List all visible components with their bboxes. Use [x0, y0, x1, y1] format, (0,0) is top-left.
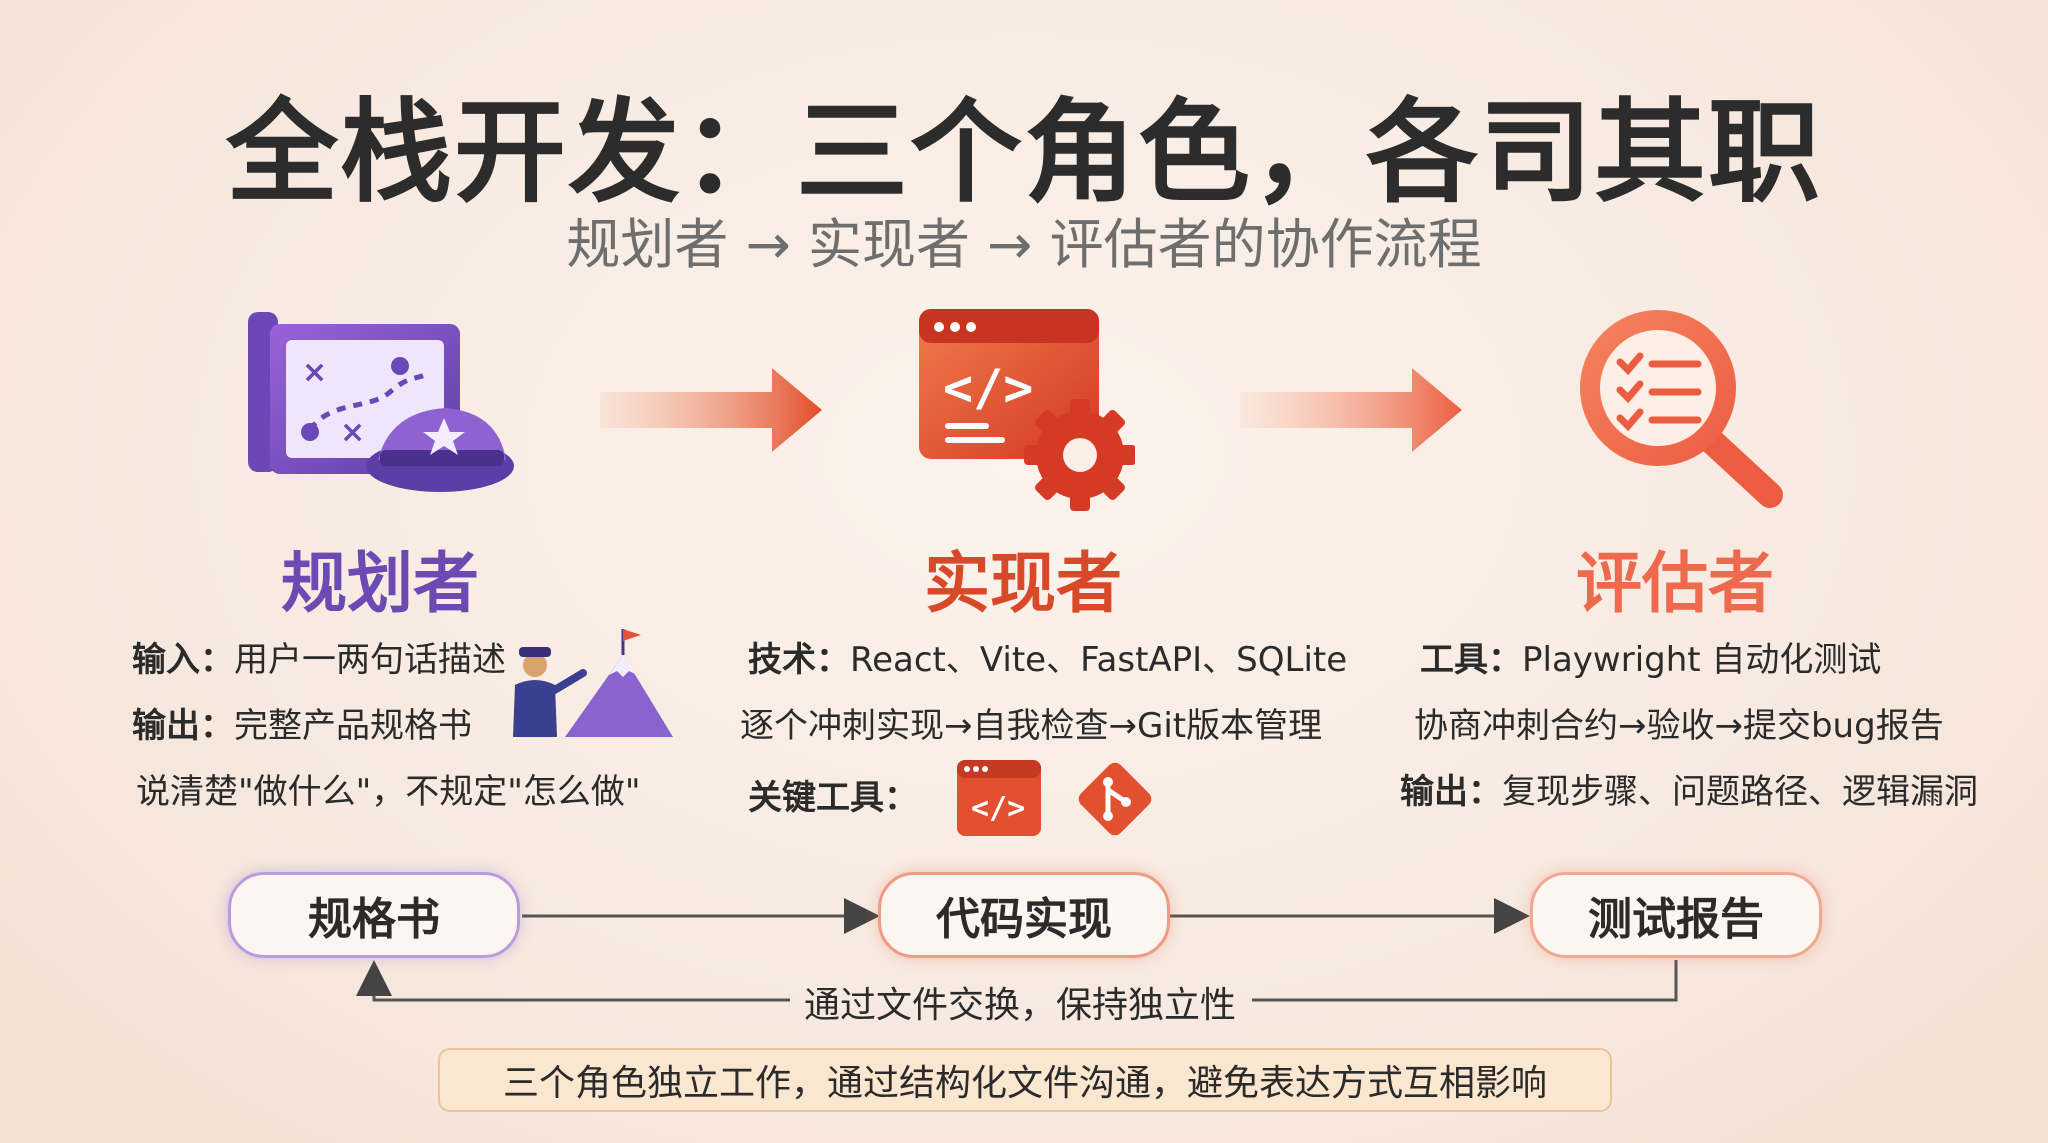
svg-text:×: ×: [302, 355, 327, 390]
label: 输出：: [1400, 772, 1502, 812]
evaluator-output-line: 输出：复现步骤、问题路径、逻辑漏洞: [1400, 764, 1978, 813]
flow-node-spec: 规格书: [228, 872, 520, 958]
evaluator-process-line: 协商冲刺合约→验收→提交bug报告: [1414, 698, 1944, 747]
label: 输出：: [132, 706, 234, 746]
planner-output-line: 输出：完整产品规格书: [132, 698, 472, 747]
planner-input-line: 输入：用户一两句话描述: [132, 632, 506, 681]
map-and-captain-hat-icon: × ×: [248, 312, 514, 492]
evaluator-tool-line: 工具：Playwright 自动化测试: [1420, 632, 1881, 681]
feedback-label: 通过文件交换，保持独立性: [803, 985, 1236, 1026]
label: 工具：: [1420, 640, 1522, 680]
value: Playwright 自动化测试: [1522, 640, 1882, 680]
footer-banner: 三个角色独立工作，通过结构化文件沟通，避免表达方式互相影响: [438, 1048, 1612, 1112]
label: 输入：: [132, 640, 234, 680]
svg-text:</>: </>: [943, 359, 1033, 417]
implementer-process-line: 逐个冲刺实现→自我检查→Git版本管理: [740, 698, 1322, 747]
value: 协商冲刺合约→验收→提交bug报告: [1414, 706, 1944, 746]
role-name-planner: 规划者: [281, 545, 479, 622]
page-title: 全栈开发：三个角色，各司其职: [226, 88, 1822, 218]
implementer-tech-line: 技术：React、Vite、FastAPI、SQLite: [748, 632, 1347, 681]
planner-note-line: 说清楚"做什么"，不规定"怎么做": [136, 764, 641, 813]
role-name-evaluator: 评估者: [1576, 545, 1774, 622]
code-window-gear-icon: </>: [919, 309, 1135, 511]
svg-text:×: ×: [340, 415, 365, 450]
code-editor-tool-icon: </>: [957, 760, 1041, 836]
magnifier-checklist-icon: [1580, 310, 1783, 508]
value: 说清楚"做什么"，不规定"怎么做": [136, 772, 641, 812]
label: 关键工具：: [748, 778, 918, 818]
value: 完整产品规格书: [234, 706, 472, 746]
arrow-right-icon: [1240, 368, 1462, 452]
arrow-right-icon: [600, 368, 822, 452]
flow-node-report: 测试报告: [1530, 872, 1822, 958]
implementer-tools-line: 关键工具：: [748, 770, 918, 819]
flow-node-code: 代码实现: [878, 872, 1170, 958]
label: 技术：: [748, 640, 850, 680]
git-icon: [1078, 762, 1152, 836]
value: 复现步骤、问题路径、逻辑漏洞: [1502, 772, 1978, 812]
role-name-implementer: 实现者: [924, 545, 1122, 622]
value: 用户一两句话描述: [234, 640, 506, 680]
value: React、Vite、FastAPI、SQLite: [850, 640, 1348, 680]
page-subtitle: 规划者 → 实现者 → 评估者的协作流程: [566, 213, 1482, 276]
value: 逐个冲刺实现→自我检查→Git版本管理: [740, 706, 1323, 746]
officer-mountain-illustration-icon: [513, 629, 673, 737]
svg-text:</>: </>: [971, 791, 1025, 826]
